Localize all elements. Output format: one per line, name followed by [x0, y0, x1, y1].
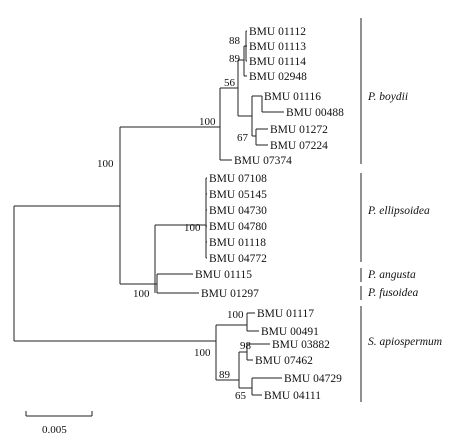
taxon-labels: BMU 01112 BMU 01113 BMU 01114 BMU 02948 …	[195, 26, 344, 402]
bootstrap-value: 100	[199, 116, 216, 128]
taxon-label: BMU 04772	[209, 253, 267, 265]
taxon-label: BMU 03882	[272, 339, 330, 351]
taxon-label: BMU 07462	[255, 355, 313, 367]
scale-bar-label: 0.005	[42, 424, 67, 436]
taxon-label: BMU 00491	[261, 326, 319, 338]
taxon-label: BMU 07374	[234, 155, 292, 167]
taxon-label: BMU 01297	[201, 288, 259, 300]
group-label-fusoidea: P. fusoidea	[367, 287, 419, 299]
bootstrap-value: 65	[235, 390, 247, 402]
taxon-label: BMU 01113	[249, 41, 306, 53]
bootstrap-value: 100	[97, 158, 114, 170]
taxon-label: BMU 00488	[286, 107, 344, 119]
taxon-label: BMU 07224	[270, 140, 328, 152]
taxon-label: BMU 07108	[209, 173, 267, 185]
bootstrap-value: 67	[237, 132, 249, 144]
bootstrap-value: 100	[227, 309, 244, 321]
group-label-angusta: P. angusta	[367, 269, 416, 281]
bootstrap-value: 100	[194, 347, 211, 359]
taxon-label: BMU 01116	[264, 91, 321, 103]
bootstrap-value: 100	[184, 222, 201, 234]
group-label-boydii: P. boydii	[367, 91, 408, 103]
taxon-label: BMU 01112	[249, 26, 306, 38]
bootstrap-value: 88	[229, 35, 241, 47]
taxon-label: BMU 05145	[209, 189, 267, 201]
group-label-ellipsoidea: P. ellipsoidea	[367, 205, 430, 217]
taxon-label: BMU 01118	[209, 237, 266, 249]
taxon-label: BMU 04780	[209, 221, 267, 233]
tree-branches	[13, 30, 284, 396]
taxon-label: BMU 01115	[195, 269, 252, 281]
taxon-label: BMU 04111	[264, 390, 321, 402]
bootstrap-value: 89	[219, 369, 231, 381]
scale-bar: 0.005	[25, 411, 93, 436]
taxon-label: BMU 01114	[249, 56, 306, 68]
bootstrap-value: 56	[224, 77, 236, 89]
taxon-label: BMU 01117	[257, 308, 314, 320]
taxon-label: BMU 04730	[209, 205, 267, 217]
taxon-label: BMU 01272	[270, 124, 328, 136]
bootstrap-value: 89	[229, 53, 241, 65]
bootstrap-value: 98	[240, 340, 252, 352]
bootstrap-values: 88 89 56 67 100 100 100 100 100 100 98 8…	[97, 35, 252, 402]
group-brackets: P. boydii P. ellipsoidea P. angusta P. f…	[360, 18, 442, 402]
taxon-label: BMU 04729	[284, 373, 342, 385]
group-label-apiospermum: S. apiospermum	[368, 336, 442, 348]
taxon-label: BMU 02948	[249, 71, 307, 83]
bootstrap-value: 100	[133, 288, 150, 300]
